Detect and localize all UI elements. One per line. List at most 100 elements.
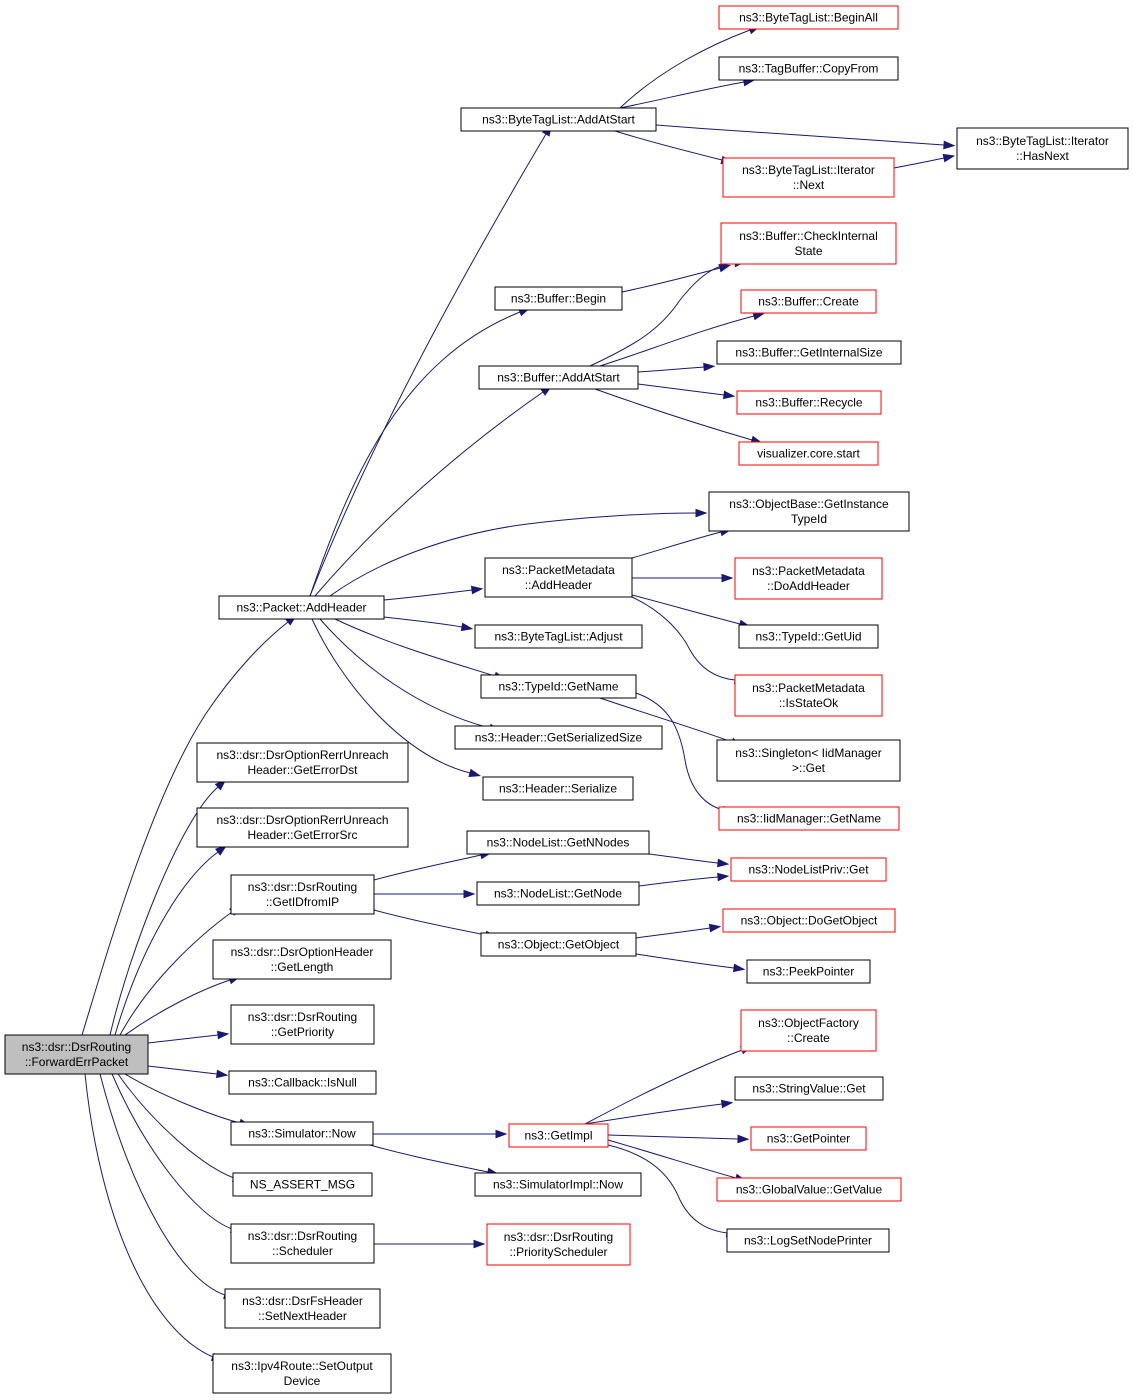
function-node-n13[interactable]: ns3::ByteTagList::AddAtStart — [460, 107, 657, 132]
call-edge-n1-to-n17 — [383, 585, 484, 601]
node-label-line: ns3::Buffer::Recycle — [755, 396, 862, 410]
function-node-n32[interactable]: ns3::TypeId::GetUid — [738, 624, 879, 649]
edge-line — [81, 621, 289, 1036]
node-box — [4, 1034, 149, 1075]
node-label-line: ns3::PacketMetadata — [752, 681, 865, 695]
node-box — [734, 557, 883, 600]
function-node-n4[interactable]: ns3::dsr::DsrRouting::GetIDfromIP — [230, 874, 375, 915]
edge-line — [635, 692, 724, 811]
function-node-n15[interactable]: ns3::Buffer::AddAtStart — [478, 365, 639, 390]
node-label-line: ns3::Header::GetSerializedSize — [475, 731, 643, 745]
node-box — [718, 56, 899, 81]
node-label-line: ns3::dsr::DsrOptionRerrUnreach — [216, 748, 388, 762]
function-node-n34[interactable]: ns3::Singleton< IidManager>::Get — [716, 739, 901, 782]
function-node-n37[interactable]: ns3::NodeList::GetNode — [476, 881, 640, 906]
node-label-line: Header::GetErrorSrc — [247, 828, 357, 842]
node-label-line: ::GetLength — [271, 960, 334, 974]
function-node-n14[interactable]: ns3::Buffer::Begin — [494, 286, 623, 311]
node-label-line: ::HasNext — [1016, 149, 1069, 163]
function-node-n30[interactable]: visualizer.core.start — [738, 441, 879, 466]
edge-arrowhead — [473, 1239, 486, 1249]
function-node-root[interactable]: ns3::dsr::DsrRouting::ForwardErrPacket — [4, 1034, 149, 1075]
node-label-line: ns3::Header::Serialize — [499, 782, 617, 796]
node-label-line: ns3::TypeId::GetUid — [755, 630, 861, 644]
function-node-n27[interactable]: ns3::Buffer::Create — [740, 289, 877, 314]
function-node-n19[interactable]: ns3::TypeId::GetName — [480, 674, 637, 699]
function-node-n44[interactable]: ns3::ObjectFactory::Create — [740, 1009, 877, 1052]
node-box — [460, 107, 657, 132]
edge-line — [84, 1073, 214, 1358]
node-box — [196, 807, 409, 848]
function-node-n7[interactable]: ns3::Callback::IsNull — [228, 1070, 377, 1095]
function-node-n28[interactable]: ns3::Buffer::GetInternalSize — [716, 340, 902, 365]
edge-arrowhead — [717, 858, 730, 868]
call-edge-n10-to-n49 — [374, 1239, 486, 1249]
function-node-n17[interactable]: ns3::PacketMetadata::AddHeader — [484, 557, 633, 598]
edge-line — [607, 1144, 728, 1234]
call-edge-n1-to-n14 — [309, 307, 531, 597]
function-node-n36[interactable]: ns3::NodeList::GetNNodes — [466, 830, 650, 855]
function-node-n41[interactable]: ns3::PeekPointer — [746, 959, 871, 984]
function-node-n21[interactable]: ns3::Header::Serialize — [482, 776, 634, 801]
function-node-n23[interactable]: ns3::TagBuffer::CopyFrom — [718, 56, 899, 81]
node-box — [466, 830, 650, 855]
call-edge-n4-to-n37 — [374, 889, 476, 899]
node-label-line: Header::GetErrorDst — [247, 763, 358, 777]
node-box — [218, 595, 385, 620]
function-node-n9[interactable]: NS_ASSERT_MSG — [232, 1172, 373, 1197]
function-node-n40[interactable]: ns3::Object::DoGetObject — [722, 908, 896, 933]
function-node-n39[interactable]: ns3::NodeListPriv::Get — [730, 857, 887, 882]
function-node-n5[interactable]: ns3::dsr::DsrOptionHeader::GetLength — [212, 939, 392, 980]
function-node-n49[interactable]: ns3::dsr::DsrRouting::PriorityScheduler — [486, 1223, 631, 1266]
edge-line — [621, 267, 721, 293]
call-edge-n42-to-n45 — [584, 1099, 734, 1125]
function-node-n38[interactable]: ns3::Object::GetObject — [480, 932, 637, 957]
node-label-line: ::PriorityScheduler — [509, 1245, 607, 1259]
node-box — [474, 624, 643, 649]
function-node-n11[interactable]: ns3::dsr::DsrFsHeader::SetNextHeader — [224, 1288, 381, 1329]
node-label-line: State — [794, 244, 822, 258]
function-node-n45[interactable]: ns3::StringValue::Get — [734, 1076, 884, 1101]
function-node-n10[interactable]: ns3::dsr::DsrRouting::Scheduler — [230, 1223, 375, 1264]
function-node-n24[interactable]: ns3::ByteTagList::Iterator::HasNext — [956, 127, 1129, 170]
edge-line — [373, 854, 482, 881]
function-node-n31[interactable]: ns3::PacketMetadata::DoAddHeader — [734, 557, 883, 600]
function-node-n8[interactable]: ns3::Simulator::Now — [230, 1121, 374, 1146]
call-edge-root-to-n5 — [124, 976, 241, 1036]
call-edge-root-to-n10 — [111, 1073, 243, 1234]
call-edge-n36-to-n39 — [648, 853, 730, 868]
node-box — [956, 127, 1129, 170]
node-box — [738, 624, 879, 649]
function-node-n2[interactable]: ns3::dsr::DsrOptionRerrUnreachHeader::Ge… — [196, 742, 409, 783]
node-label-line: ns3::Buffer::Begin — [511, 292, 606, 306]
edge-arrowhead — [215, 1069, 229, 1079]
function-node-n29[interactable]: ns3::Buffer::Recycle — [736, 390, 882, 415]
function-node-n3[interactable]: ns3::dsr::DsrOptionRerrUnreachHeader::Ge… — [196, 807, 409, 848]
function-node-n1[interactable]: ns3::Packet::AddHeader — [218, 595, 385, 620]
function-node-n35[interactable]: ns3::IidManager::GetName — [718, 806, 900, 831]
function-node-n25[interactable]: ns3::ByteTagList::Iterator::Next — [722, 157, 895, 198]
node-label-line: ns3::dsr::DsrRouting — [248, 1229, 357, 1243]
function-node-n22[interactable]: ns3::ByteTagList::BeginAll — [718, 5, 899, 30]
function-node-n33[interactable]: ns3::PacketMetadata::IsStateOk — [734, 674, 883, 717]
function-node-n43[interactable]: ns3::SimulatorImpl::Now — [474, 1172, 642, 1197]
node-label-line: ns3::GlobalValue::GetValue — [736, 1183, 883, 1197]
function-node-n18[interactable]: ns3::ByteTagList::Adjust — [474, 624, 643, 649]
function-node-n46[interactable]: ns3::GetPointer — [750, 1126, 867, 1151]
function-node-n20[interactable]: ns3::Header::GetSerializedSize — [454, 725, 663, 750]
node-box — [736, 390, 882, 415]
function-node-n6[interactable]: ns3::dsr::DsrRouting::GetPriority — [230, 1004, 375, 1045]
function-node-n48[interactable]: ns3::LogSetNodePrinter — [726, 1228, 890, 1253]
function-node-n42[interactable]: ns3::GetImpl — [508, 1123, 609, 1148]
edge-arrowhead — [732, 963, 746, 973]
edge-line — [655, 124, 945, 146]
edge-line — [614, 130, 723, 161]
node-box — [474, 1172, 642, 1197]
edge-line — [631, 531, 722, 559]
node-label-line: ns3::Packet::AddHeader — [236, 601, 366, 615]
function-node-n47[interactable]: ns3::GlobalValue::GetValue — [716, 1177, 902, 1202]
